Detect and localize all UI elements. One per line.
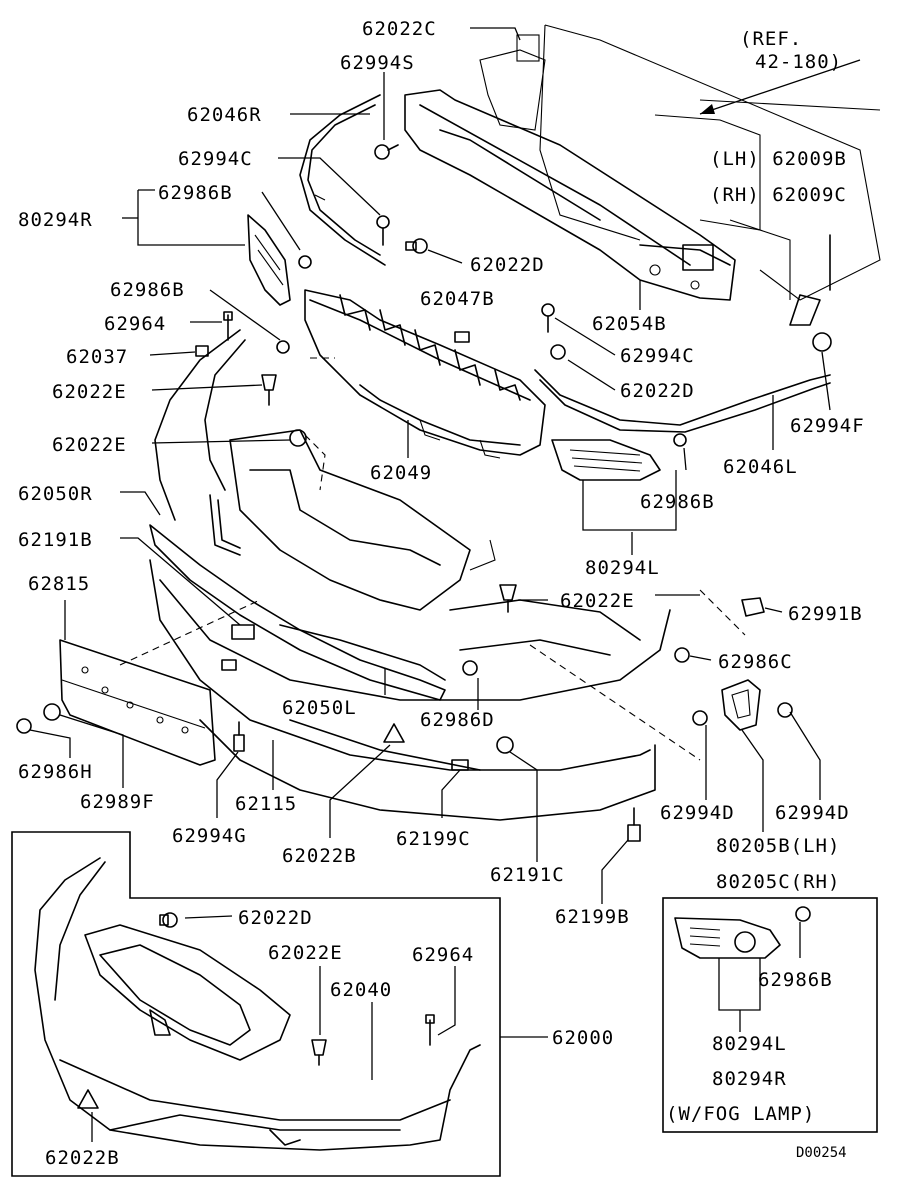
body-panel-outline bbox=[479, 24, 881, 301]
label-62050L: 62050L bbox=[282, 697, 357, 719]
label-62046L: 62046L bbox=[723, 456, 798, 478]
label-rh-62009C: (RH) 62009C bbox=[710, 184, 847, 206]
bumper-face bbox=[149, 329, 671, 821]
label-62022B-box: 62022B bbox=[45, 1147, 120, 1169]
label-62994D-b: 62994D bbox=[775, 802, 850, 824]
label-62046R: 62046R bbox=[187, 104, 262, 126]
label-62022D-right: 62022D bbox=[620, 380, 695, 402]
label-80294L-mid: 80294L bbox=[585, 557, 660, 579]
label-62986H: 62986H bbox=[18, 761, 93, 783]
reinforcement-bar bbox=[404, 89, 736, 301]
label-62994C-top: 62994C bbox=[178, 148, 253, 170]
license-plate-bracket bbox=[59, 639, 216, 766]
label-80294L-fog: 80294L bbox=[712, 1033, 787, 1055]
label-62022D-mid: 62022D bbox=[470, 254, 545, 276]
side-rail-right bbox=[299, 94, 386, 266]
label-lh-62009B: (LH) 62009B bbox=[710, 148, 847, 170]
label-62986B-c: 62986B bbox=[640, 491, 715, 513]
label-62986B-b: 62986B bbox=[110, 279, 185, 301]
label-62199C: 62199C bbox=[396, 828, 471, 850]
label-62994C-right: 62994C bbox=[620, 345, 695, 367]
label-62022E-c: 62022E bbox=[560, 590, 635, 612]
label-62047B: 62047B bbox=[420, 288, 495, 310]
fog-cover-left bbox=[551, 439, 661, 481]
label-62022D-box: 62022D bbox=[238, 907, 313, 929]
fasteners bbox=[16, 144, 832, 842]
image-id: D00254 bbox=[796, 1145, 847, 1161]
label-62000: 62000 bbox=[552, 1027, 614, 1049]
label-62050R: 62050R bbox=[18, 483, 93, 505]
label-80205B: 80205B(LH) bbox=[716, 835, 840, 857]
dashed-reference-lines bbox=[119, 357, 746, 761]
label-62191B: 62191B bbox=[18, 529, 93, 551]
label-62994S: 62994S bbox=[340, 52, 415, 74]
label-62964-top: 62964 bbox=[104, 313, 166, 335]
fog-cover-right bbox=[247, 214, 291, 306]
inset-fog-leaders bbox=[718, 922, 801, 1032]
fog-bracket bbox=[721, 679, 761, 731]
label-62054B: 62054B bbox=[592, 313, 667, 335]
label-62040: 62040 bbox=[330, 979, 392, 1001]
inset-leader-lines bbox=[91, 915, 548, 1142]
label-62994D-a: 62994D bbox=[660, 802, 735, 824]
label-80205C: 80205C(RH) bbox=[716, 871, 840, 893]
label-62964-box: 62964 bbox=[412, 944, 474, 966]
grille-strips bbox=[149, 494, 446, 701]
label-62986D: 62986D bbox=[420, 709, 495, 731]
label-fog-note: (W/FOG LAMP) bbox=[666, 1103, 815, 1125]
ref-note-line1: (REF. bbox=[740, 28, 802, 50]
inset-bumper-assembly bbox=[11, 831, 501, 1177]
label-80294R-top: 80294R bbox=[18, 209, 93, 231]
label-62022E-b: 62022E bbox=[52, 434, 127, 456]
side-rail-left bbox=[534, 369, 831, 433]
label-62986B-a: 62986B bbox=[158, 182, 233, 204]
ref-note-line2: 42-180) bbox=[755, 51, 842, 73]
label-62022E-a: 62022E bbox=[52, 381, 127, 403]
label-62115: 62115 bbox=[235, 793, 297, 815]
inset-fog-lamp bbox=[662, 897, 878, 1133]
label-62022E-box: 62022E bbox=[268, 942, 343, 964]
label-62022C-top: 62022C bbox=[362, 18, 437, 40]
label-62199B: 62199B bbox=[555, 906, 630, 928]
label-62049: 62049 bbox=[370, 462, 432, 484]
energy-absorber bbox=[304, 289, 546, 459]
label-62986C: 62986C bbox=[718, 651, 793, 673]
label-62037: 62037 bbox=[66, 346, 128, 368]
label-62191C: 62191C bbox=[490, 864, 565, 886]
label-62991B: 62991B bbox=[788, 603, 863, 625]
label-62986B-fog: 62986B bbox=[758, 969, 833, 991]
label-62815: 62815 bbox=[28, 573, 90, 595]
label-62994F: 62994F bbox=[790, 415, 865, 437]
label-80294R-fog: 80294R bbox=[712, 1068, 787, 1090]
label-62994G: 62994G bbox=[172, 825, 247, 847]
leader-lines bbox=[29, 27, 861, 904]
ref-arrow-icon bbox=[700, 104, 715, 114]
label-62989F: 62989F bbox=[80, 791, 155, 813]
part-labels: (REF. 42-180) 62022C 62994S 62046R 62994… bbox=[18, 18, 865, 1169]
label-62022B-mid: 62022B bbox=[282, 845, 357, 867]
